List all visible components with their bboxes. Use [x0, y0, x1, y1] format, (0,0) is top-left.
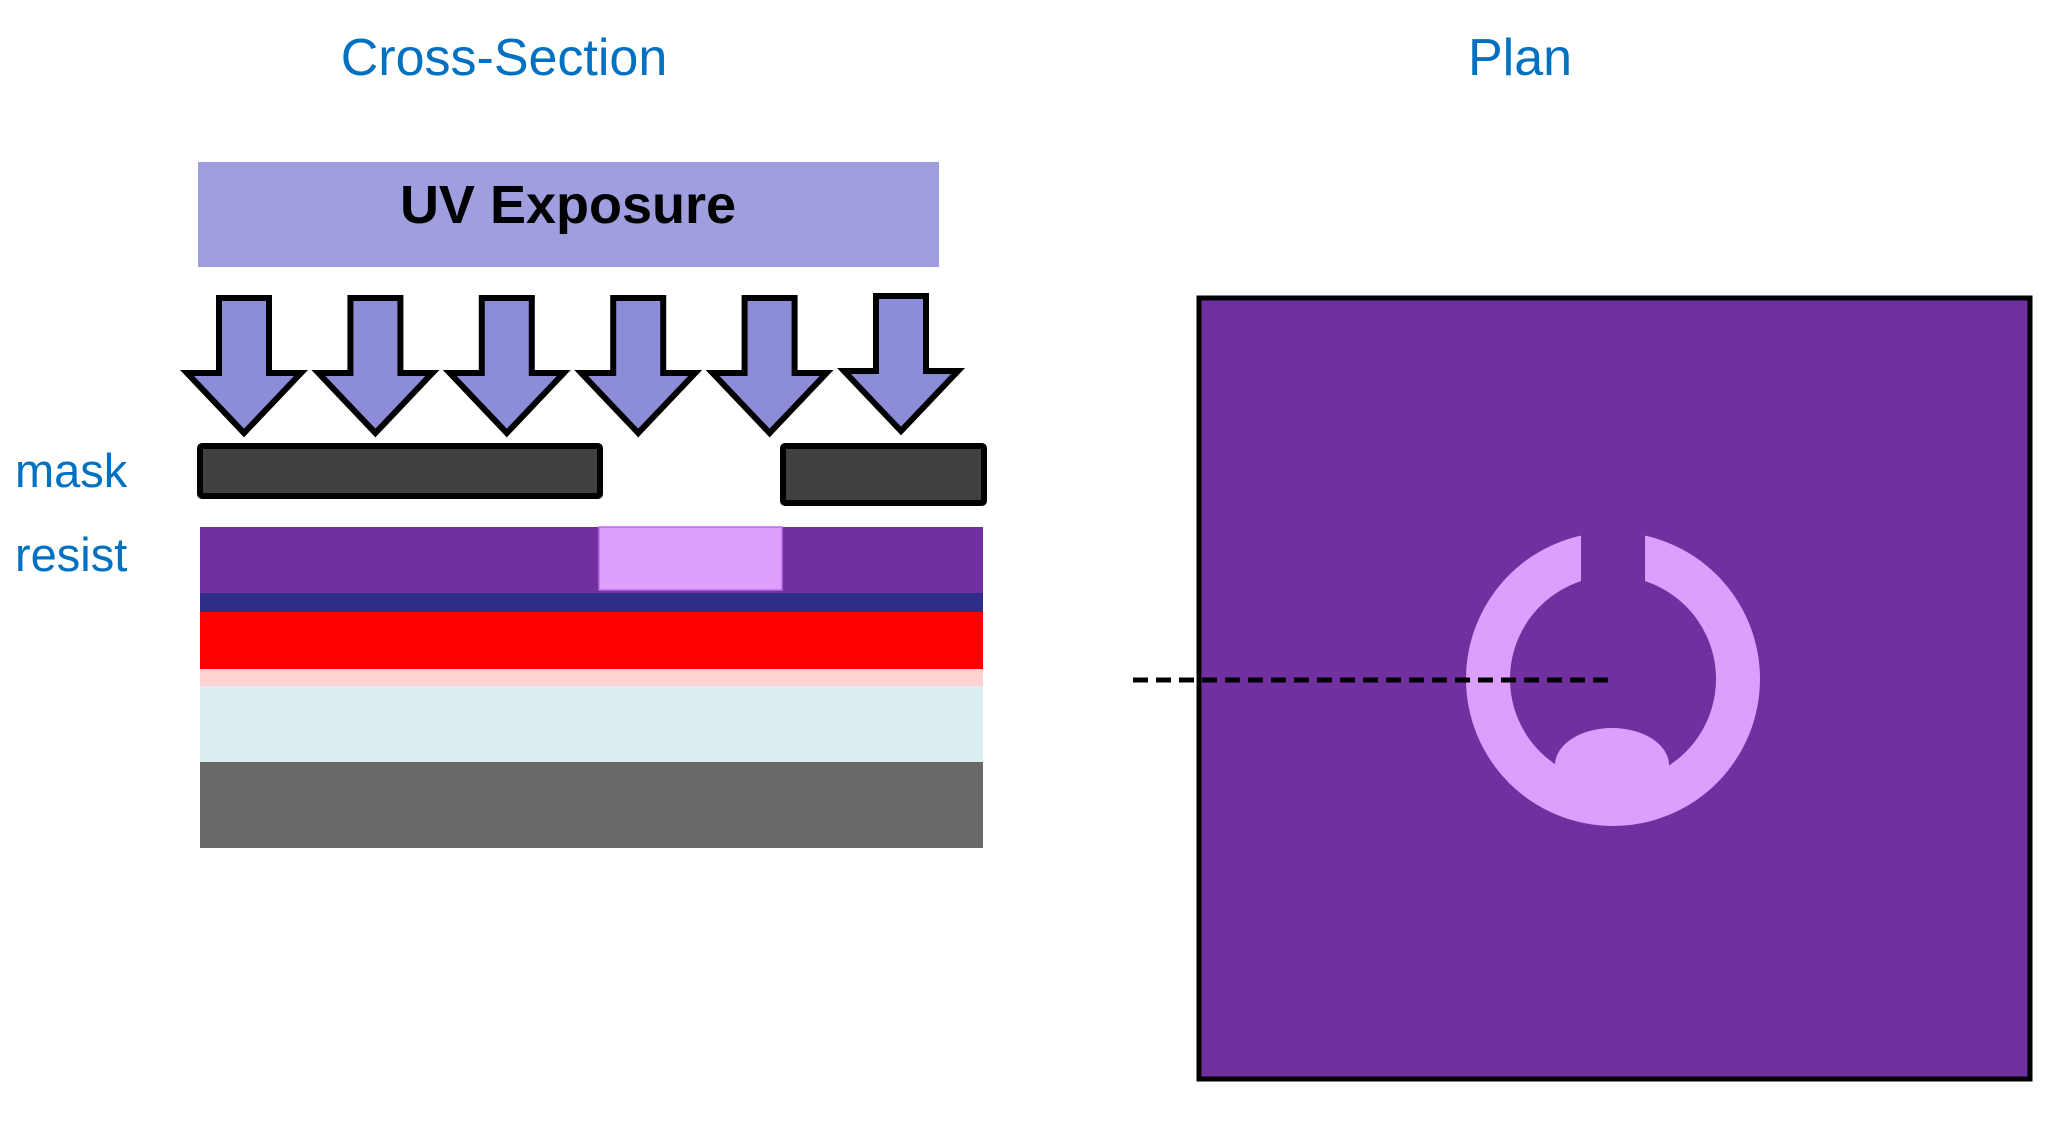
ring-bottom-lobe [1555, 728, 1669, 802]
uv-arrow-down-icon [180, 295, 308, 438]
resist-exposed-region [598, 526, 783, 591]
split-ring-pattern [1466, 520, 1760, 826]
dark-blue-layer [200, 593, 983, 612]
photomask [197, 443, 987, 506]
red-layer [200, 612, 983, 669]
cross-section-title: Cross-Section [341, 29, 668, 87]
uv-arrow-down-icon [311, 295, 440, 438]
pink-layer [200, 669, 983, 686]
resist-label: resist [15, 528, 127, 581]
light-cyan-layer [200, 686, 983, 762]
resist-layer [200, 527, 983, 593]
gray-substrate-layer [200, 762, 983, 848]
uv-exposure-source: UV Exposure [198, 162, 939, 267]
uv-arrow-down-icon [442, 295, 571, 438]
layer-stack [200, 526, 983, 848]
uv-arrows-group [180, 293, 965, 438]
uv-arrow-down-icon [705, 295, 834, 438]
uv-exposure-bar [198, 162, 939, 267]
mask-segment-right [780, 443, 987, 506]
ring-slot-gap [1581, 520, 1645, 600]
uv-arrow-down-icon [574, 295, 703, 438]
uv-arrow-down-icon [837, 293, 965, 436]
mask-label: mask [15, 444, 128, 497]
plan-title: Plan [1468, 29, 1572, 87]
plan-view [1133, 295, 2033, 1082]
uv-exposure-label: UV Exposure [400, 175, 736, 235]
ring-inner-opening [1510, 576, 1716, 782]
mask-segment-left [197, 443, 603, 499]
